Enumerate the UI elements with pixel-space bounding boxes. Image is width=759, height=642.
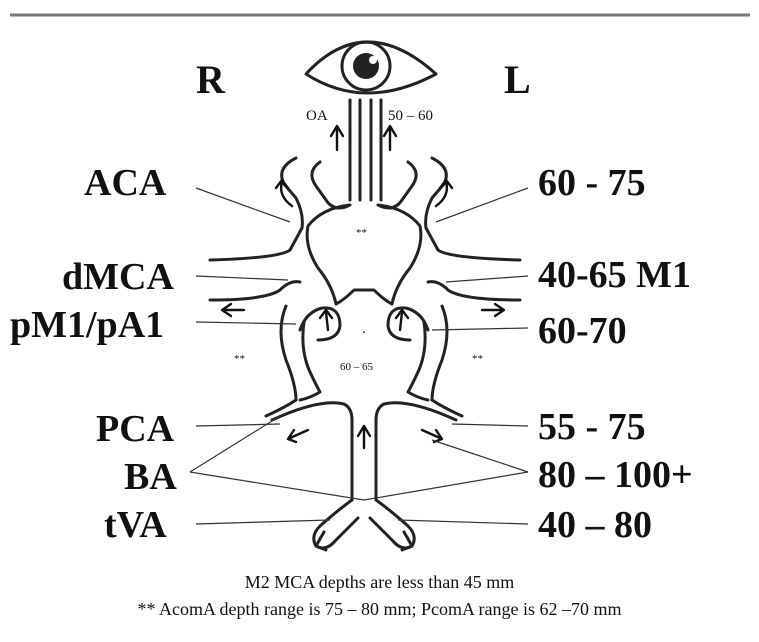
acom-mark: ** [356,228,367,239]
eye-icon [306,42,436,93]
vessel-label-dmca: dMCA [62,258,174,296]
center-dot: . [362,322,366,337]
footnote-acom-pcom: ** AcomA depth range is 75 – 80 mm; Pcom… [0,600,759,618]
depth-label-pca: 55 - 75 [538,408,646,446]
center-depth-range: 60 – 65 [340,362,373,373]
anterior-chamber-base [336,290,392,304]
left-side-letter: L [504,60,531,100]
vessel-label-aca: ACA [84,164,166,202]
pcom-right-mark: ** [234,354,245,365]
depth-label-tva: 40 – 80 [538,506,652,544]
vessel-label-tva: tVA [104,506,167,544]
depth-label-pm1-pa1: 60-70 [538,312,627,350]
vessel-label-pca: PCA [96,410,174,448]
oa-label: OA [306,109,328,124]
depth-label-dmca: 40-65 M1 [538,256,691,294]
circle-of-willis-right-outline [370,158,520,550]
right-side-letter: R [196,60,225,100]
circle-of-willis-left-outline [210,158,358,550]
oa-depth-label: 50 – 60 [388,109,433,124]
vessel-label-pm1-pa1: pM1/pA1 [10,306,164,344]
footnote-m2: M2 MCA depths are less than 45 mm [0,573,759,591]
pcom-left-mark: ** [472,354,483,365]
ophthalmic-artery-vessels [350,100,381,200]
depth-label-ba: 80 – 100+ [538,456,693,494]
vessel-label-ba: BA [124,458,177,496]
flow-arrows [222,126,504,448]
depth-label-aca: 60 - 75 [538,164,646,202]
